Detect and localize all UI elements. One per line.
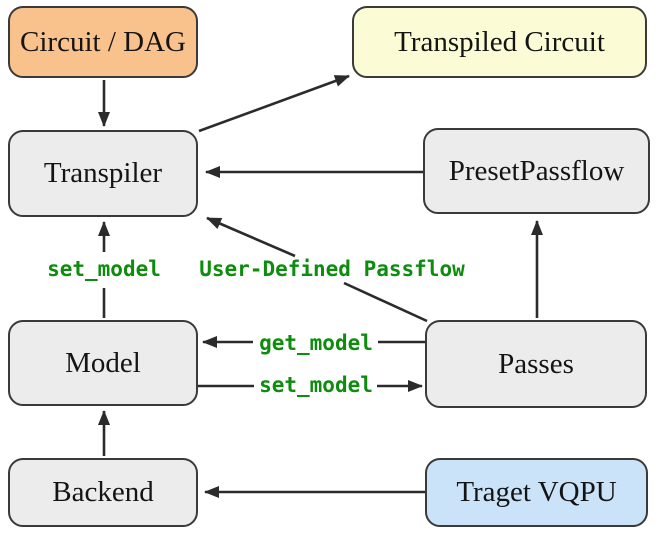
edge-label-set-model-mid: set_model [259, 373, 373, 397]
node-model: Model [8, 320, 198, 406]
node-model-label: Model [65, 346, 141, 379]
node-transpiler: Transpiler [8, 130, 198, 217]
node-circuit-dag: Circuit / DAG [8, 6, 198, 78]
node-passes-label: Passes [498, 347, 574, 380]
node-transpiler-label: Transpiler [43, 157, 163, 189]
edge-transpiler-to-transpiled [198, 74, 350, 133]
node-preset-passflow: PresetPassflow [423, 128, 650, 214]
node-preset-passflow-label: PresetPassflow [448, 154, 625, 187]
node-backend: Backend [8, 458, 198, 527]
edge-label-user-defined-passflow: User-Defined Passflow [199, 257, 465, 281]
edge-label-get-model: get_model [259, 331, 373, 355]
edge-passes-to-transpiler-seg1 [343, 281, 428, 323]
node-circuit-dag-label: Circuit / DAG [20, 25, 186, 58]
node-transpiled-circuit-label: Transpiled Circuit [394, 25, 605, 58]
node-passes: Passes [425, 320, 647, 408]
node-backend-label: Backend [52, 476, 154, 508]
edge-label-set-model-upper: set_model [47, 257, 161, 281]
node-target-vqpu: Traget VQPU [425, 458, 648, 527]
node-transpiled-circuit: Transpiled Circuit [352, 6, 647, 78]
edge-passes-to-transpiler-seg2 [206, 216, 296, 258]
node-target-vqpu-label: Traget VQPU [456, 476, 617, 508]
